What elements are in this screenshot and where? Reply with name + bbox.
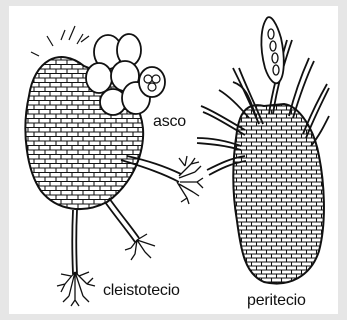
- cleistothecium: [9, 26, 203, 306]
- ascus: [139, 67, 165, 97]
- diagram-canvas: asco cleistotecio peritecio: [9, 6, 338, 314]
- label-asco: asco: [153, 113, 186, 131]
- perithecium-ascus: [261, 17, 283, 83]
- fungal-fruiting-bodies-diagram: [9, 6, 338, 314]
- label-cleistotecio: cleistotecio: [103, 282, 180, 300]
- cleistothecium-bristles: [31, 26, 89, 56]
- perithecium-cell-wall: [224, 96, 334, 296]
- label-peritecio: peritecio: [247, 292, 306, 310]
- perithecium: [197, 17, 334, 296]
